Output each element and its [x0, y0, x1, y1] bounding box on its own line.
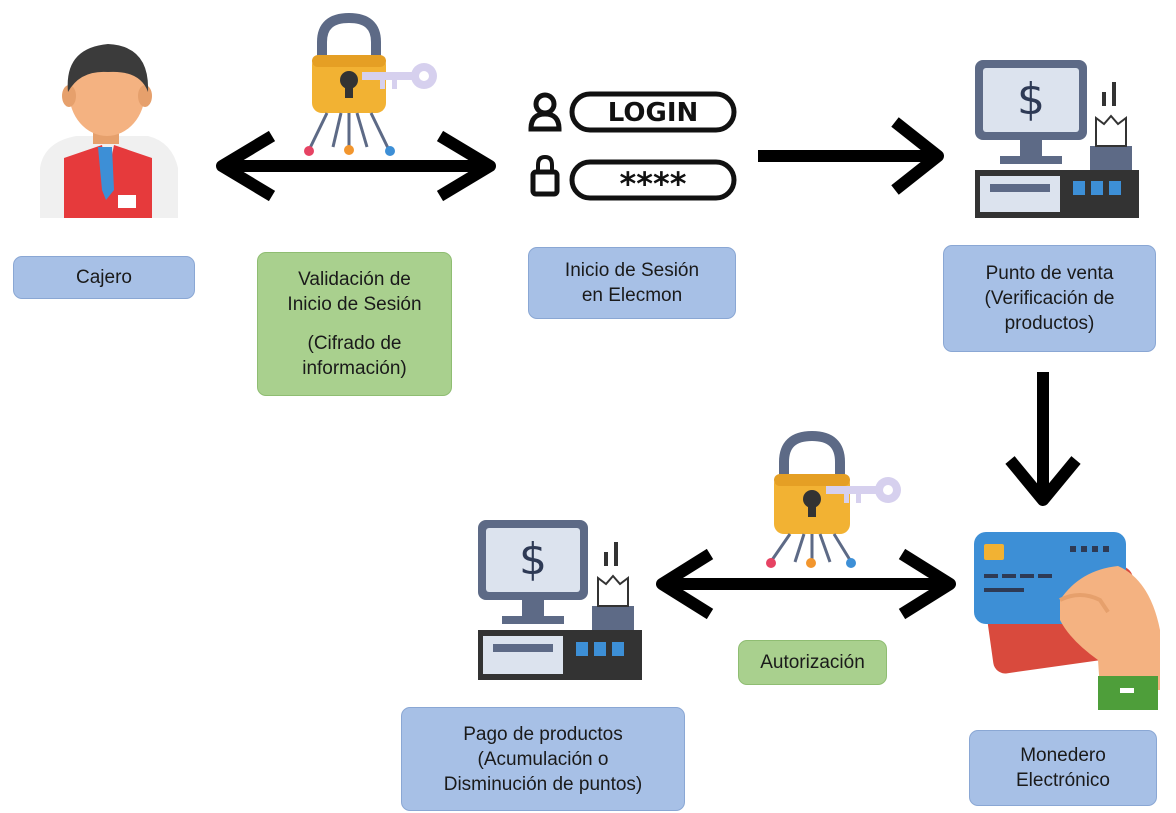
- user-icon: [528, 92, 562, 132]
- node-punto-line1: Punto de venta: [985, 263, 1114, 284]
- node-validacion-line1: Validación de: [298, 269, 411, 290]
- login-field-text: LOGIN: [608, 98, 699, 128]
- lock-icon: [530, 154, 560, 197]
- double-arrow-validation: [216, 130, 496, 202]
- node-inicio-line2: en Elecmon: [581, 285, 683, 306]
- credit-card-hand-icon: [974, 532, 1160, 710]
- node-punto-line2: (Verificación de: [984, 288, 1115, 309]
- cashier-person-icon: [40, 44, 178, 218]
- node-inicio-sesion: Inicio de Sesión en Elecmon: [528, 247, 736, 319]
- node-cajero-label: Cajero: [76, 267, 132, 288]
- padlock-key-icon: [766, 430, 901, 568]
- node-validacion: Validación de Inicio de Sesión (Cifrado …: [257, 252, 452, 396]
- node-monedero-line1: Monedero: [1020, 745, 1106, 766]
- padlock-key-icon: [304, 12, 437, 156]
- node-pago-productos: Pago de productos (Acumulación o Disminu…: [401, 707, 685, 811]
- node-cajero: Cajero: [13, 256, 195, 299]
- node-autorizacion: Autorización: [738, 640, 887, 685]
- node-validacion-line4: información): [302, 358, 407, 379]
- node-validacion-line2: Inicio de Sesión: [287, 294, 422, 315]
- cash-register-icon: $: [478, 520, 642, 680]
- node-pago-line2: (Acumulación o: [477, 748, 609, 770]
- node-autorizacion-label: Autorización: [760, 652, 865, 673]
- node-inicio-line1: Inicio de Sesión: [564, 260, 700, 281]
- price-symbol: $: [1017, 74, 1045, 125]
- double-arrow-authorization: [656, 548, 956, 620]
- password-field-text: ****: [620, 165, 687, 203]
- node-pago-line1: Pago de productos: [463, 723, 623, 745]
- node-monedero-line2: Electrónico: [1016, 770, 1110, 791]
- cash-register-icon: $: [975, 60, 1139, 218]
- arrow-to-wallet: [1005, 372, 1081, 506]
- node-monedero: Monedero Electrónico: [969, 730, 1157, 806]
- node-punto-line3: productos): [1004, 313, 1095, 334]
- login-form-icon: LOGIN ****: [528, 91, 737, 203]
- node-pago-line3: Disminución de puntos): [443, 773, 643, 795]
- price-symbol: $: [519, 534, 547, 585]
- node-validacion-line3: (Cifrado de: [307, 333, 402, 354]
- arrow-to-pos: [758, 117, 944, 195]
- node-punto-de-venta: Punto de venta (Verificación de producto…: [943, 245, 1156, 352]
